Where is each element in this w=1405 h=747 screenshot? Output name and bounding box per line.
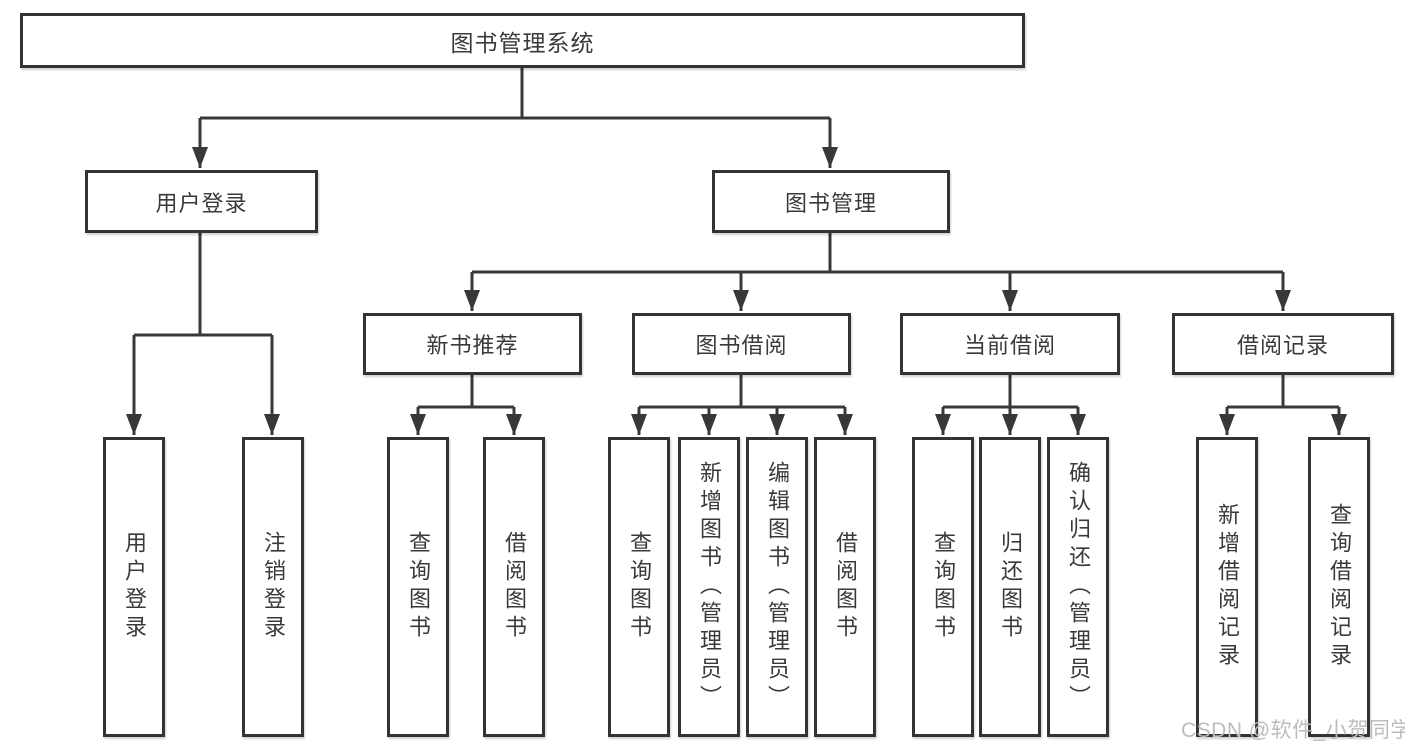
leaf-query-books-current: 查询图书 [912, 437, 974, 737]
leaf-query-books-borrowing: 查询图书 [608, 437, 670, 737]
leaf-borrow-books-recommend: 借阅图书 [483, 437, 545, 737]
node-library-system: 图书管理系统 [20, 13, 1025, 68]
leaf-confirm-return-admin: 确认归还（管理员） [1047, 437, 1109, 737]
csdn-watermark: CSDN @软件_小贺同学 [1181, 719, 1405, 742]
leaf-add-books-admin: 新增图书（管理员） [678, 437, 740, 737]
node-borrowing-records: 借阅记录 [1172, 313, 1394, 375]
node-current-borrowing: 当前借阅 [900, 313, 1120, 375]
leaf-user-login: 用户登录 [103, 437, 165, 737]
leaf-edit-books-admin: 编辑图书（管理员） [746, 437, 808, 737]
leaf-borrow-books: 借阅图书 [814, 437, 876, 737]
leaf-query-borrow-record: 查询借阅记录 [1308, 437, 1370, 737]
leaf-logout: 注销登录 [242, 437, 304, 737]
connector-segments [134, 68, 1339, 409]
node-book-borrowing: 图书借阅 [632, 313, 851, 375]
leaf-add-borrow-record: 新增借阅记录 [1196, 437, 1258, 737]
leaf-return-books: 归还图书 [979, 437, 1041, 737]
node-book-management: 图书管理 [712, 170, 950, 233]
node-new-book-recommend: 新书推荐 [363, 313, 582, 375]
leaf-query-books-recommend: 查询图书 [387, 437, 449, 737]
node-user-login: 用户登录 [85, 170, 318, 233]
